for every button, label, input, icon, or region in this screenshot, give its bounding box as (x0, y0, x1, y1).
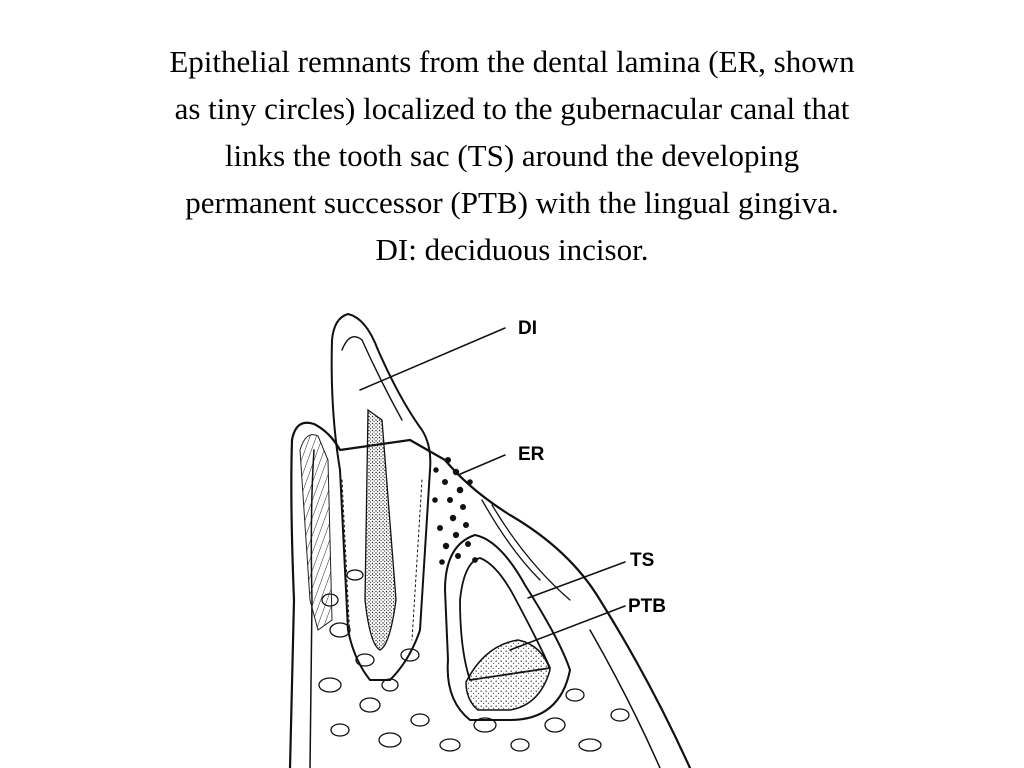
caption-line-5: DI: deciduous incisor. (375, 232, 649, 267)
caption-line-1: Epithelial remnants from the dental lami… (169, 44, 855, 79)
slide-caption: Epithelial remnants from the dental lami… (40, 38, 984, 273)
gubernacular-canal (481, 499, 571, 601)
ts-leader-line (527, 561, 626, 599)
caption-line-4: permanent successor (PTB) with the lingu… (185, 185, 839, 220)
gingiva-hatch (299, 434, 333, 631)
epithelial-remnants (432, 457, 478, 565)
permanent-tooth-crown (465, 639, 551, 711)
deciduous-incisor (330, 313, 432, 681)
tooth-diagram: DI ER TS PTB (288, 313, 692, 768)
tooth-sac (444, 534, 571, 721)
incisor-root-ligament (341, 479, 423, 641)
jaw-outline (288, 421, 692, 768)
di-leader-line (359, 327, 506, 391)
label-di: DI (518, 318, 537, 339)
er-leader-line (457, 454, 506, 476)
label-ptb: PTB (628, 596, 666, 617)
label-er: ER (518, 444, 545, 465)
incisor-pulp (364, 408, 397, 651)
permanent-tooth-bud (459, 557, 551, 681)
ptb-leader-line (509, 605, 626, 651)
caption-line-2: as tiny circles) localized to the gubern… (174, 91, 850, 126)
caption-line-3: links the tooth sac (TS) around the deve… (224, 138, 800, 173)
incisor-enamel-line (341, 336, 403, 421)
label-ts: TS (630, 550, 654, 571)
